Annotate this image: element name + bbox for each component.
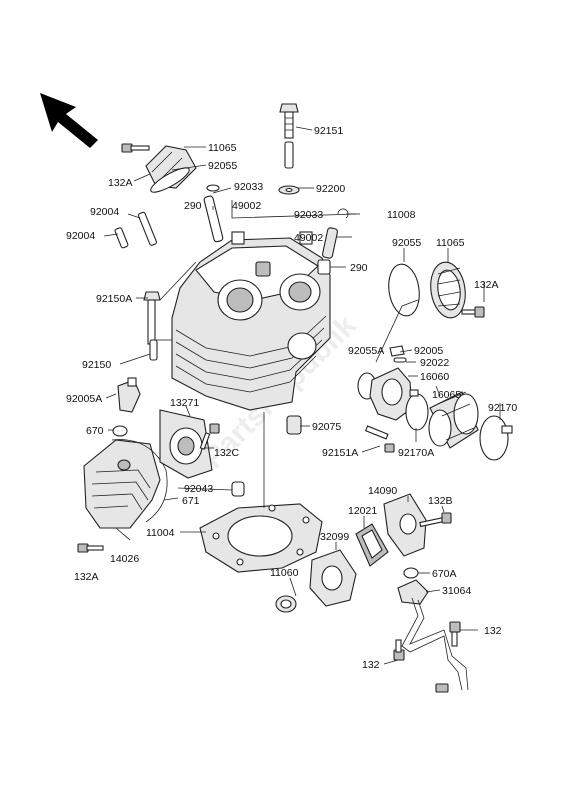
o-ring-11060 [275,595,297,613]
valve-guide-290-right [317,259,331,275]
joint-31064 [397,579,429,605]
label-92200: 92200 [316,183,345,195]
label-92075: 92075 [312,421,341,433]
label-12021: 12021 [348,505,377,517]
joint-16065 [428,391,479,449]
cover-11065-right [430,261,466,319]
label-92055-left: 92055 [208,160,237,172]
bolt-132-lower-left [393,639,405,661]
bolt-132b [419,512,452,528]
part-labels: 11065 92055 132A 92033 290 49002 92004 9… [66,125,517,671]
clip-92022 [393,357,407,363]
o-ring-670a [403,567,419,579]
label-290-left: 290 [184,200,202,212]
fitting-92005a [117,377,141,413]
label-92022: 92022 [420,357,449,369]
bolt-92151a [364,425,395,453]
label-290-right: 290 [350,262,368,274]
clip-92033-right [337,208,349,219]
label-11004: 11004 [146,527,175,539]
bolt-92150a [143,291,161,345]
label-14090: 14090 [368,485,397,497]
label-31064: 31064 [442,585,471,597]
ring-92033-left [206,184,220,192]
label-92004-upper: 92004 [90,206,119,218]
label-32099: 32099 [320,531,349,543]
o-ring-92055-right [388,263,420,317]
head-cover-14026 [83,439,161,529]
holder-32099 [309,549,357,607]
label-132-left: 132 [362,659,380,671]
label-132b: 132B [428,495,453,507]
label-92151: 92151 [314,125,343,137]
label-132c: 132C [214,447,240,459]
label-16065: 16065 [432,389,461,401]
dowel-92043 [231,481,245,497]
label-92033-left: 92033 [234,181,263,193]
valve-guide-290-left [203,195,224,243]
label-11008: 11008 [387,209,416,221]
label-132a-bottom: 132A [74,571,99,583]
direction-arrow-icon [40,93,98,148]
washer-92200 [278,185,300,195]
stud-92004 [114,211,158,249]
label-92004-lower: 92004 [66,230,95,242]
cylinder-head [171,231,331,411]
cover-14090 [383,493,427,557]
label-92151a: 92151A [322,447,358,459]
clamp-92170 [479,415,513,461]
o-ring-670 [112,425,128,437]
label-92055a: 92055A [348,345,384,357]
label-11065-right: 11065 [436,237,465,249]
label-92005a: 92005A [66,393,102,405]
fitting-92005 [389,345,405,357]
bolt-132c [199,423,220,450]
label-92055-right: 92055 [392,237,421,249]
bolt-132a-bottom-left [77,543,104,553]
label-132-right: 132 [484,625,502,637]
label-14026: 14026 [110,553,139,565]
bolt-92151 [279,103,299,139]
label-11065-left: 11065 [208,142,237,154]
spring-pin [284,141,294,169]
head-gasket-11004 [199,503,323,573]
bolt-132-lower-right [449,621,461,647]
dowel-92075 [286,415,302,435]
cover-11065-left [145,145,197,193]
label-92043: 92043 [184,483,213,495]
label-92170: 92170 [488,402,517,414]
label-13271: 13271 [170,397,199,409]
leader-lines [103,126,501,665]
valve-guide-49002-right [321,227,339,259]
label-11060: 11060 [270,567,299,579]
pipe-31064 [401,597,469,693]
dowel-92150 [149,339,158,361]
label-92150a: 92150A [96,293,132,305]
gasket-12021 [355,523,389,567]
bolt-132a-top [121,143,150,153]
label-16060: 16060 [420,371,449,383]
label-132a-top: 132A [108,177,133,189]
label-671: 671 [182,495,200,507]
label-92150: 92150 [82,359,111,371]
label-49002-right: 49002 [294,232,323,244]
clamp-92170a [405,389,429,431]
bolt-132a-right [461,306,485,318]
label-92005: 92005 [414,345,443,357]
label-670a: 670A [432,568,457,580]
plate-13271 [159,409,213,479]
gasket-671 [111,439,168,523]
label-92033-right: 92033 [294,209,323,221]
label-132a-right: 132A [474,279,499,291]
label-670: 670 [86,425,104,437]
label-92170a: 92170A [398,447,434,459]
label-49002-left: 49002 [232,200,261,212]
insulator-16060 [369,367,413,421]
